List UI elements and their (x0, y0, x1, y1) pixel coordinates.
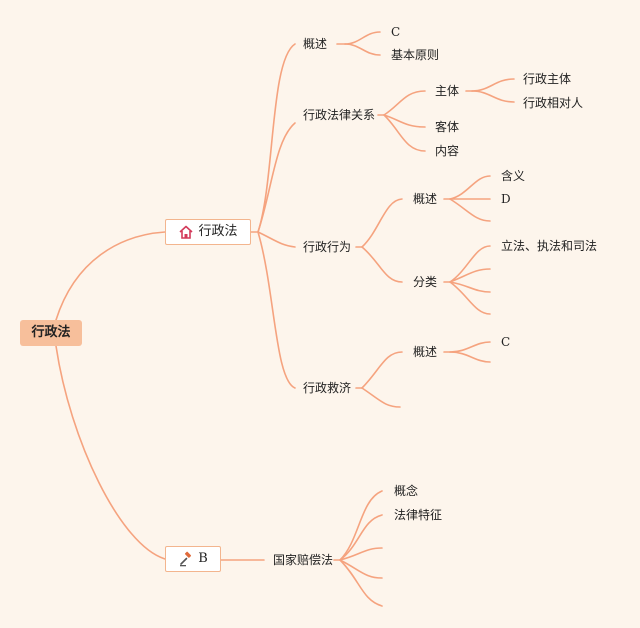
connector-jj-gaishu-c (449, 341, 491, 353)
connector-gaishu-c (344, 31, 381, 45)
node-guojiapeichangfa[interactable]: 国家赔偿法 (273, 553, 334, 567)
branch-node-label: B (198, 551, 208, 566)
connector-xw-gaishu-empty (449, 198, 491, 222)
node-gainian[interactable]: 概念 (394, 484, 419, 498)
branch-node-label: 行政法 (198, 224, 238, 239)
connector-xw-gaishu-hanyi (449, 175, 491, 200)
node-xw-gaishu[interactable]: 概述 (413, 192, 438, 206)
connector-fenlei-a (449, 245, 491, 283)
node-hanyi[interactable]: 含义 (501, 169, 526, 183)
connector-peichang-gainian (339, 490, 383, 561)
connector-zhuti-a (471, 78, 515, 92)
connector-xingwei-gaishu (361, 198, 403, 248)
node-falvtezheng[interactable]: 法律特征 (394, 508, 443, 522)
node-fenlei[interactable]: 分类 (413, 275, 438, 289)
node-keti[interactable]: 客体 (435, 120, 460, 134)
node-xingzhengzhuti[interactable]: 行政主体 (523, 72, 572, 86)
connector-peichang-empty1 (339, 547, 383, 561)
node-lifa-zhifa-sifa[interactable]: 立法、执法和司法 (501, 239, 598, 253)
connector-jj-gaishu-empty (449, 351, 491, 363)
house-icon (178, 224, 194, 240)
node-xingzhengxingwei[interactable]: 行政行为 (303, 240, 352, 254)
connector-root-branch1 (55, 231, 166, 321)
connector-to-xingwei (257, 231, 296, 248)
branch-node-b[interactable]: B (165, 546, 221, 572)
connector-zhuti-b (471, 90, 515, 103)
connector-jiuji-gaishu (361, 351, 403, 389)
connector-fenlei-d (449, 281, 491, 315)
node-xingzhengfalvguanxi[interactable]: 行政法律关系 (303, 108, 376, 122)
node-jj-c[interactable]: C (501, 335, 511, 349)
node-xingzhengjiuji[interactable]: 行政救济 (303, 381, 352, 395)
connector-peichang-empty2 (339, 559, 383, 579)
node-zhuti[interactable]: 主体 (435, 84, 460, 98)
connector-xingwei-fenlei (361, 246, 403, 283)
connector-guanxi-neirong (383, 114, 426, 152)
connector-fenlei-c (449, 281, 491, 293)
connector-guanxi-zhuti (383, 90, 426, 116)
connector-to-guanxi (257, 122, 296, 233)
connector-fenlei-b (449, 268, 491, 283)
connector-jiuji-empty (361, 387, 401, 408)
connector-root-branch2 (55, 345, 166, 560)
node-jibenyuanze[interactable]: 基本原则 (391, 48, 440, 62)
connector-peichang-empty3 (339, 559, 383, 607)
branch-node-xingzhengfa[interactable]: 行政法 (165, 219, 251, 245)
connector-to-gaishu (257, 43, 296, 233)
connector-peichang-tezheng (339, 514, 383, 561)
node-d[interactable]: D (501, 192, 511, 206)
node-jj-gaishu[interactable]: 概述 (413, 345, 438, 359)
connector-guanxi-keti (383, 114, 426, 128)
node-gaishu[interactable]: 概述 (303, 37, 328, 51)
connector-to-jiuji (257, 231, 296, 389)
root-node[interactable]: 行政法 (20, 320, 82, 346)
node-c[interactable]: C (391, 25, 401, 39)
node-xingzhengxiangduiren[interactable]: 行政相对人 (523, 96, 584, 110)
node-neirong[interactable]: 内容 (435, 144, 460, 158)
gavel-icon (178, 551, 194, 567)
connector-gaishu-yuanze (344, 43, 381, 56)
